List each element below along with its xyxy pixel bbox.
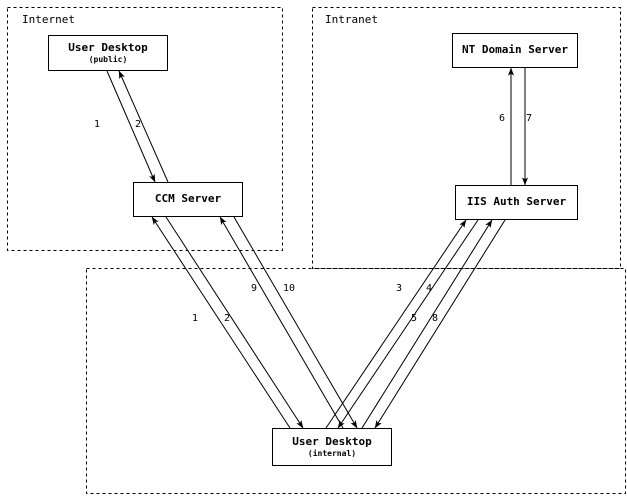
connector-step-9-internal-to-ccm — [219, 216, 344, 429]
flow-label-step-2-public: 2 — [135, 119, 142, 130]
flow-label-step-6: 6 — [499, 113, 506, 124]
flow-label-step-4: 4 — [426, 283, 433, 294]
flow-label-step-8: 8 — [432, 313, 439, 324]
zone-label-intranet: Intranet — [325, 13, 378, 26]
connector-step-3-internal-to-iis — [325, 219, 467, 429]
zone-label-internet: Internet — [22, 13, 75, 26]
flow-label-step-3: 3 — [396, 283, 403, 294]
node-title-user-desktop-internal: User Desktop — [292, 435, 372, 449]
node-subtitle-user-desktop-public: (public) — [88, 54, 128, 64]
connector-step-1-internal-to-ccm — [151, 216, 291, 429]
flow-label-step-9: 9 — [251, 283, 258, 294]
node-title-user-desktop-public: User Desktop — [68, 41, 148, 55]
zone-border-internet — [7, 7, 283, 251]
flow-label-step-10: 10 — [283, 283, 296, 294]
connector-step-10-ccm-to-internal — [233, 216, 358, 429]
connector-step-4-iis-to-internal — [337, 219, 479, 429]
flow-label-step-1-public: 1 — [94, 119, 101, 130]
flow-label-step-2-internal: 2 — [224, 313, 231, 324]
connector-step-1-public-to-ccm — [106, 70, 156, 183]
node-title-iis-auth-server: IIS Auth Server — [466, 195, 567, 209]
connector-group — [106, 67, 528, 429]
node-user-desktop-internal[interactable]: User Desktop (internal) — [272, 428, 392, 466]
connector-step-2-ccm-to-internal — [165, 216, 304, 429]
node-subtitle-user-desktop-internal: (internal) — [307, 448, 357, 458]
flow-label-step-1-internal: 1 — [192, 313, 199, 324]
node-ccm-server[interactable]: CCM Server — [133, 182, 243, 217]
node-user-desktop-public[interactable]: User Desktop (public) — [48, 35, 168, 71]
node-title-nt-domain-server: NT Domain Server — [462, 43, 568, 57]
node-nt-domain-server[interactable]: NT Domain Server — [452, 33, 578, 68]
node-iis-auth-server[interactable]: IIS Auth Server — [455, 185, 578, 220]
zone-border-internal-lan — [86, 268, 626, 494]
flow-label-step-7: 7 — [526, 113, 533, 124]
connector-step-5-internal-to-iis — [361, 219, 493, 429]
flow-label-step-5: 5 — [411, 313, 418, 324]
node-title-ccm-server: CCM Server — [154, 192, 222, 206]
connector-step-2-ccm-to-public — [118, 70, 169, 183]
connector-step-8-iis-to-internal — [374, 219, 506, 429]
